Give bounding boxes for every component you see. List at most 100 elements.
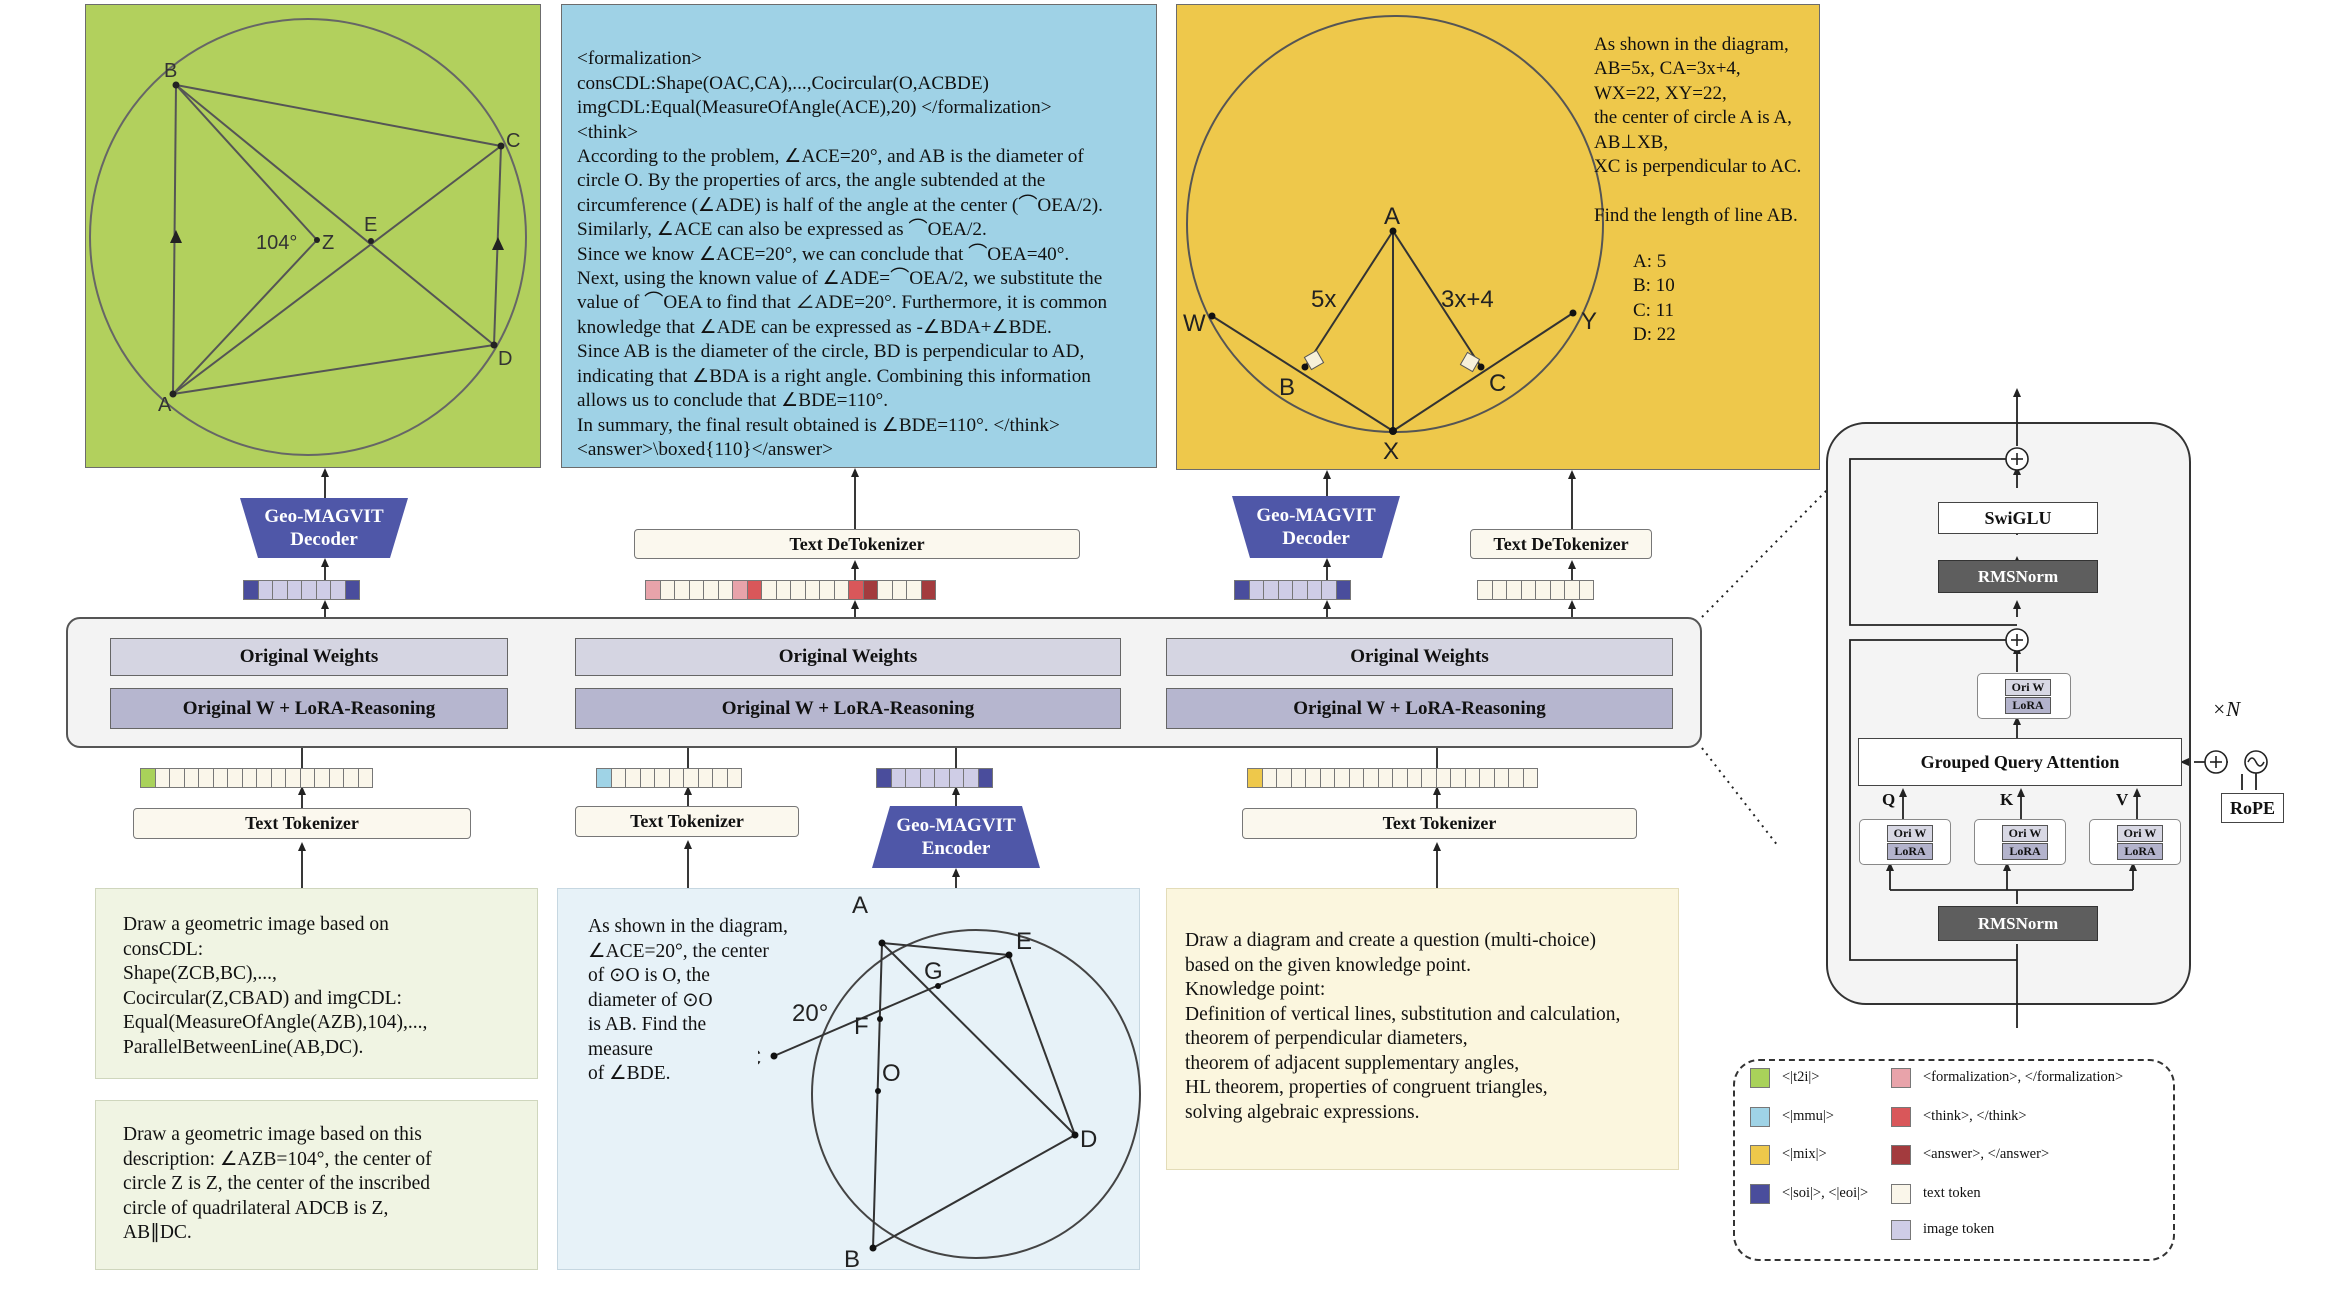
- token-row-mix-text-output: [1477, 580, 1594, 600]
- token-cell: [1522, 768, 1538, 788]
- figure-label-e: E: [1016, 928, 1032, 955]
- v-label: V: [2116, 790, 2129, 809]
- token-row-mix-input: [1247, 768, 1538, 788]
- token-cell: [1335, 580, 1351, 600]
- lora-chip: LoRA: [2005, 697, 2051, 714]
- figure-angle-label: 104°: [256, 232, 297, 254]
- legend-label-mix: <|mix|>: [1782, 1146, 1827, 1162]
- t2i-output-figure-panel: B C E Z A D 104°: [85, 4, 541, 468]
- legend-label-text-token: text token: [1923, 1185, 1981, 1201]
- mmu-input-panel: As shown in the diagram, ∠ACE=20°, the c…: [557, 888, 1141, 1271]
- legend-label-formalization: <formalization>, </formalization>: [1923, 1069, 2124, 1085]
- mix-options: A: 5 B: 10 C: 11 D: 22: [1633, 250, 1676, 348]
- output-projection-lora: Ori W LoRA: [1977, 673, 2071, 719]
- mmu-question-text: As shown in the diagram, ∠ACE=20°, the c…: [588, 916, 788, 1084]
- ori-w-chip: Ori W: [2005, 679, 2051, 696]
- rmsnorm-box-bottom: RMSNorm: [1938, 906, 2098, 941]
- figure-label-g: G: [924, 958, 943, 985]
- k-projection-lora: Ori W LoRA: [1974, 819, 2066, 865]
- original-weights-bar-2: Original Weights: [575, 638, 1121, 676]
- geo-magvit-encoder: Geo-MAGVIT Encoder: [872, 806, 1040, 868]
- grouped-query-attention-box: Grouped Query Attention: [1858, 738, 2182, 786]
- option-b: B: 10: [1633, 275, 1675, 297]
- figure-label-5x: 5x: [1311, 286, 1336, 313]
- mix-output-panel: A 5x 3x+4 W Y B C X As shown in the diag…: [1176, 4, 1820, 470]
- figure-label-20: 20°: [792, 1000, 828, 1027]
- figure-label-b: B: [1279, 374, 1295, 401]
- legend-label-think: <think>, </think>: [1923, 1108, 2027, 1124]
- figure-label-o: O: [882, 1060, 901, 1087]
- legend-swatch-t2i: [1750, 1068, 1770, 1088]
- mix-input-panel: Draw a diagram and create a question (mu…: [1166, 888, 1679, 1170]
- figure-label-z: Z: [322, 232, 334, 254]
- text-detokenizer-2: Text DeTokenizer: [1470, 529, 1652, 559]
- lora-reasoning-bar-1: Original W + LoRA-Reasoning: [110, 688, 508, 729]
- k-label: K: [2000, 790, 2014, 809]
- figure-label-c: C: [758, 1045, 761, 1072]
- figure-label-a: A: [158, 394, 172, 416]
- token-row-reasoning-output: [645, 580, 936, 600]
- figure-label-y: Y: [1581, 308, 1597, 335]
- q-label: Q: [1882, 790, 1896, 809]
- mix-output-geometry-figure: A 5x 3x+4 W Y B C X: [1183, 15, 1604, 465]
- figure-label-d: D: [498, 348, 512, 370]
- legend-swatch-text-token: [1891, 1184, 1911, 1204]
- text-tokenizer-2: Text Tokenizer: [575, 806, 799, 837]
- legend-label-t2i: <|t2i|>: [1782, 1069, 1820, 1085]
- geo-magvit-decoder-2: Geo-MAGVIT Decoder: [1232, 496, 1400, 558]
- formalization-reasoning-text: <formalization> consCDL:Shape(OAC,CA),..…: [577, 48, 1108, 460]
- lora-chip: LoRA: [2117, 843, 2163, 860]
- figure-label-d: D: [1080, 1126, 1097, 1153]
- legend-label-soi: <|soi|>, <|eoi|>: [1782, 1185, 1869, 1201]
- figure-label-3x4: 3x+4: [1441, 286, 1494, 313]
- mmu-geometry-figure: A E G 20° F C O D B: [758, 892, 1141, 1271]
- figure-label-f: F: [854, 1013, 869, 1040]
- legend-swatch-mix: [1750, 1145, 1770, 1165]
- legend-swatch-mmu: [1750, 1107, 1770, 1127]
- figure-label-a: A: [852, 892, 868, 919]
- t2i-input-panel-1: Draw a geometric image based on consCDL:…: [95, 888, 538, 1079]
- figure-label-c: C: [1489, 370, 1506, 397]
- option-c: C: 11: [1633, 299, 1674, 321]
- figure-label-b: B: [164, 60, 177, 82]
- legend-swatch-soi: [1750, 1184, 1770, 1204]
- figure-label-b: B: [844, 1246, 860, 1271]
- figure-label-a: A: [1384, 203, 1400, 230]
- legend-label-answer: <answer>, </answer>: [1923, 1146, 2050, 1162]
- lora-chip: LoRA: [1887, 843, 1933, 860]
- original-weights-bar-3: Original Weights: [1166, 638, 1673, 676]
- legend-label-image-token: image token: [1923, 1221, 1995, 1237]
- token-row-mix-image-output: [1234, 580, 1351, 600]
- rope-box: RoPE: [2221, 793, 2284, 823]
- figure-label-c: C: [506, 130, 520, 152]
- q-projection-lora: Ori W LoRA: [1859, 819, 1951, 865]
- formalization-reasoning-panel: <formalization> consCDL:Shape(OAC,CA),..…: [561, 4, 1157, 468]
- token-cell: [344, 580, 360, 600]
- original-weights-bar-1: Original Weights: [110, 638, 508, 676]
- token-cell: [726, 768, 742, 788]
- repeat-n-label: ×N: [2212, 697, 2241, 721]
- legend-swatch-think: [1891, 1107, 1911, 1127]
- figure-label-e: E: [364, 214, 377, 236]
- token-cell: [357, 768, 373, 788]
- t2i-input-panel-2: Draw a geometric image based on this des…: [95, 1100, 538, 1270]
- t2i-output-geometry-figure: B C E Z A D 104°: [89, 18, 527, 456]
- lora-reasoning-bar-2: Original W + LoRA-Reasoning: [575, 688, 1121, 729]
- text-tokenizer-3: Text Tokenizer: [1242, 808, 1637, 839]
- legend-label-mmu: <|mmu|>: [1782, 1108, 1834, 1124]
- token-row-t2i-input: [140, 768, 373, 788]
- figure-label-w: W: [1183, 310, 1206, 337]
- token-cell: [920, 580, 936, 600]
- option-d: D: 22: [1633, 324, 1676, 346]
- text-detokenizer-1: Text DeTokenizer: [634, 529, 1080, 559]
- legend-swatch-answer: [1891, 1145, 1911, 1165]
- figure-label-x: X: [1383, 438, 1399, 465]
- ori-w-chip: Ori W: [2117, 825, 2163, 842]
- geo-magvit-decoder-1: Geo-MAGVIT Decoder: [240, 498, 408, 558]
- rmsnorm-box-top: RMSNorm: [1938, 560, 2098, 593]
- token-row-mmu-image-input: [876, 768, 993, 788]
- token-cell: [977, 768, 993, 788]
- mix-question-text: As shown in the diagram, AB=5x, CA=3x+4,…: [1594, 34, 1802, 226]
- lora-reasoning-bar-3: Original W + LoRA-Reasoning: [1166, 688, 1673, 729]
